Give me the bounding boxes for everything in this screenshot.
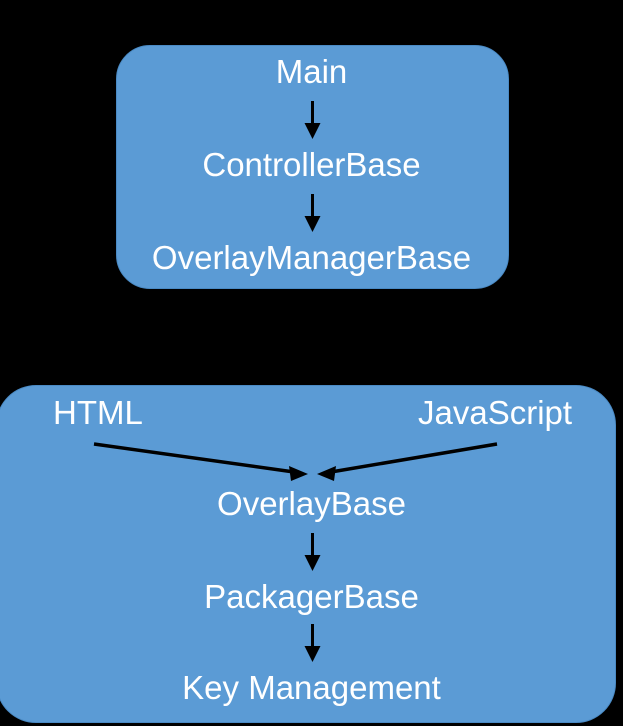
group-box-overlay-stack bbox=[0, 385, 616, 723]
node-overlaymanagerbase: OverlayManagerBase bbox=[151, 239, 472, 276]
node-javascript: JavaScript bbox=[418, 394, 573, 431]
node-html: HTML bbox=[53, 394, 143, 431]
node-keymanagement: Key Management bbox=[182, 669, 441, 706]
group-box-controller-stack bbox=[116, 45, 509, 289]
node-controllerbase: ControllerBase bbox=[202, 146, 421, 183]
node-overlaybase: OverlayBase bbox=[217, 485, 406, 522]
node-packagerbase: PackagerBase bbox=[204, 578, 419, 615]
node-main: Main bbox=[275, 53, 348, 90]
